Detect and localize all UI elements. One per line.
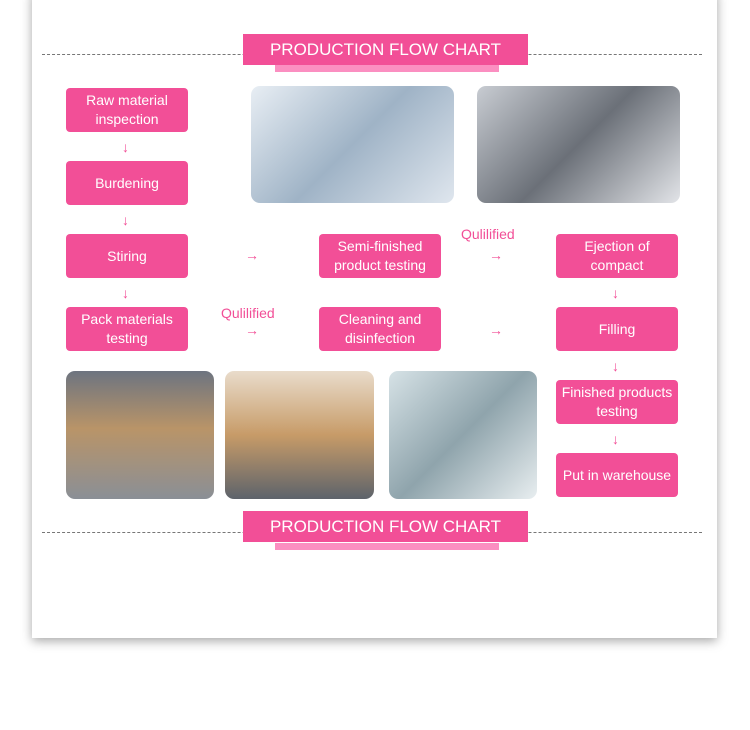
- arrow-down-icon: ↓: [612, 358, 619, 374]
- qualified-label: Qulilified: [221, 305, 275, 321]
- step-finished-products-testing: Finished products testing: [556, 380, 678, 424]
- step-ejection-of-compact: Ejection of compact: [556, 234, 678, 278]
- warehouse-photo: [66, 371, 214, 499]
- section-title-footer: PRODUCTION FLOW CHART: [243, 511, 528, 542]
- arrow-down-icon: ↓: [122, 139, 129, 155]
- title-underline: [275, 543, 499, 550]
- arrow-right-icon: →: [489, 247, 503, 263]
- arrow-right-icon: →: [489, 322, 503, 338]
- arrow-down-icon: ↓: [122, 285, 129, 301]
- step-raw-material-inspection: Raw material inspection: [66, 88, 188, 132]
- machine-photo: [477, 86, 680, 203]
- step-cleaning-and-disinfection: Cleaning and disinfection: [319, 307, 441, 351]
- step-filling: Filling: [556, 307, 678, 351]
- arrow-right-icon: →: [245, 247, 259, 263]
- section-title: PRODUCTION FLOW CHART: [243, 34, 528, 65]
- arrow-right-icon: →: [245, 322, 259, 338]
- step-burdening: Burdening: [66, 161, 188, 205]
- arrow-down-icon: ↓: [612, 285, 619, 301]
- conveyor-boxes-photo: [225, 371, 374, 499]
- arrow-down-icon: ↓: [122, 212, 129, 228]
- lab-testing-photo: [251, 86, 454, 203]
- step-put-in-warehouse: Put in warehouse: [556, 453, 678, 497]
- qualified-label: Qulilified: [461, 226, 515, 242]
- cleanroom-photo: [389, 371, 537, 499]
- step-pack-materials-testing: Pack materials testing: [66, 307, 188, 351]
- arrow-down-icon: ↓: [612, 431, 619, 447]
- step-semi-finished-testing: Semi-finished product testing: [319, 234, 441, 278]
- title-underline: [275, 65, 499, 72]
- step-stiring: Stiring: [66, 234, 188, 278]
